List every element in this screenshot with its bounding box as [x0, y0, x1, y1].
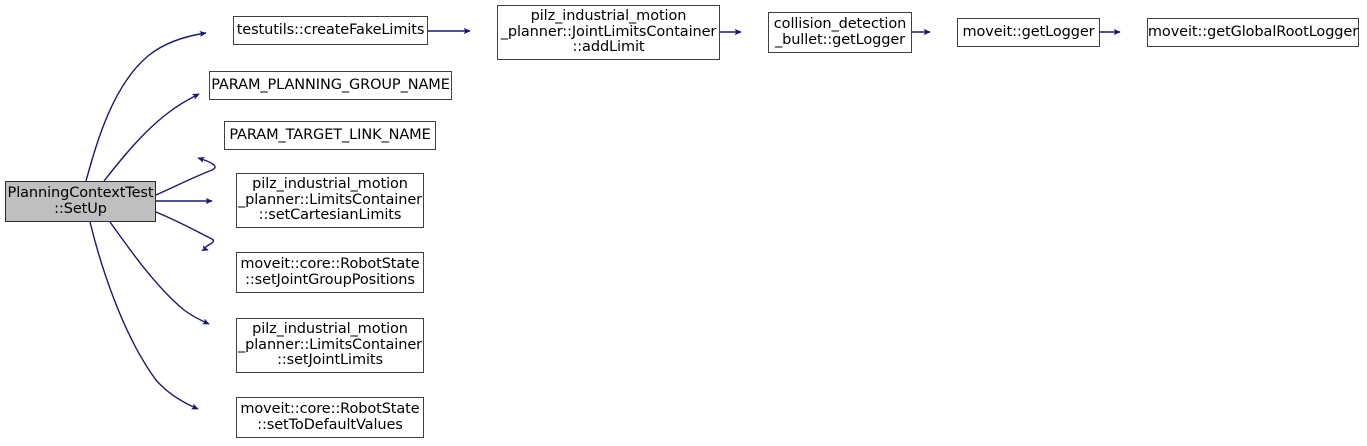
- call-edge-root-to-setJointLimits: [109, 221, 210, 325]
- graph-node-label: moveit::getLogger: [962, 23, 1095, 40]
- graph-node-label: collision_detection _bullet::getLogger: [773, 15, 907, 48]
- graph-node-paramTargetLinkName[interactable]: PARAM_TARGET_LINK_NAME: [224, 121, 436, 150]
- graph-node-setJointLimits[interactable]: pilz_industrial_motion _planner::LimitsC…: [236, 318, 424, 373]
- graph-node-root[interactable]: PlanningContextTest ::SetUp: [5, 181, 156, 222]
- graph-node-label: pilz_industrial_motion _planner::JointLi…: [500, 8, 717, 56]
- graph-node-moveitGetLogger[interactable]: moveit::getLogger: [957, 18, 1100, 47]
- graph-node-bulletGetLogger[interactable]: collision_detection _bullet::getLogger: [768, 12, 912, 53]
- call-edge-root-to-paramPlanningGroupName: [103, 93, 200, 182]
- graph-node-label: moveit::getGlobalRootLogger: [1147, 23, 1359, 40]
- graph-node-label: PARAM_TARGET_LINK_NAME: [229, 126, 431, 143]
- graph-node-setCartesianLimits[interactable]: pilz_industrial_motion _planner::LimitsC…: [236, 173, 424, 228]
- graph-node-label: pilz_industrial_motion _planner::LimitsC…: [238, 176, 423, 224]
- call-edge-root-to-setToDefaultValues: [89, 221, 199, 410]
- graph-node-label: moveit::core::RobotState ::setToDefaultV…: [240, 400, 420, 433]
- call-edge-root-to-paramTargetLinkName: [155, 156, 216, 196]
- graph-node-paramPlanningGroupName[interactable]: PARAM_PLANNING_GROUP_NAME: [209, 71, 452, 100]
- graph-node-label: moveit::core::RobotState ::setJointGroup…: [240, 255, 420, 288]
- graph-node-label: testutils::createFakeLimits: [236, 21, 425, 38]
- graph-node-moveitGetGlobalRootLogger[interactable]: moveit::getGlobalRootLogger: [1147, 18, 1359, 47]
- graph-node-label: PlanningContextTest ::SetUp: [7, 184, 154, 217]
- graph-node-label: PARAM_PLANNING_GROUP_NAME: [211, 76, 450, 93]
- graph-node-setJointGroupPositions[interactable]: moveit::core::RobotState ::setJointGroup…: [236, 252, 424, 293]
- graph-node-setToDefaultValues[interactable]: moveit::core::RobotState ::setToDefaultV…: [236, 397, 424, 438]
- graph-node-label: pilz_industrial_motion _planner::LimitsC…: [238, 321, 423, 369]
- graph-node-addLimit[interactable]: pilz_industrial_motion _planner::JointLi…: [497, 5, 720, 60]
- call-edge-root-to-createFakeLimits: [85, 30, 207, 182]
- graph-node-createFakeLimits[interactable]: testutils::createFakeLimits: [233, 16, 428, 45]
- call-edge-root-to-setJointGroupPositions: [155, 211, 215, 252]
